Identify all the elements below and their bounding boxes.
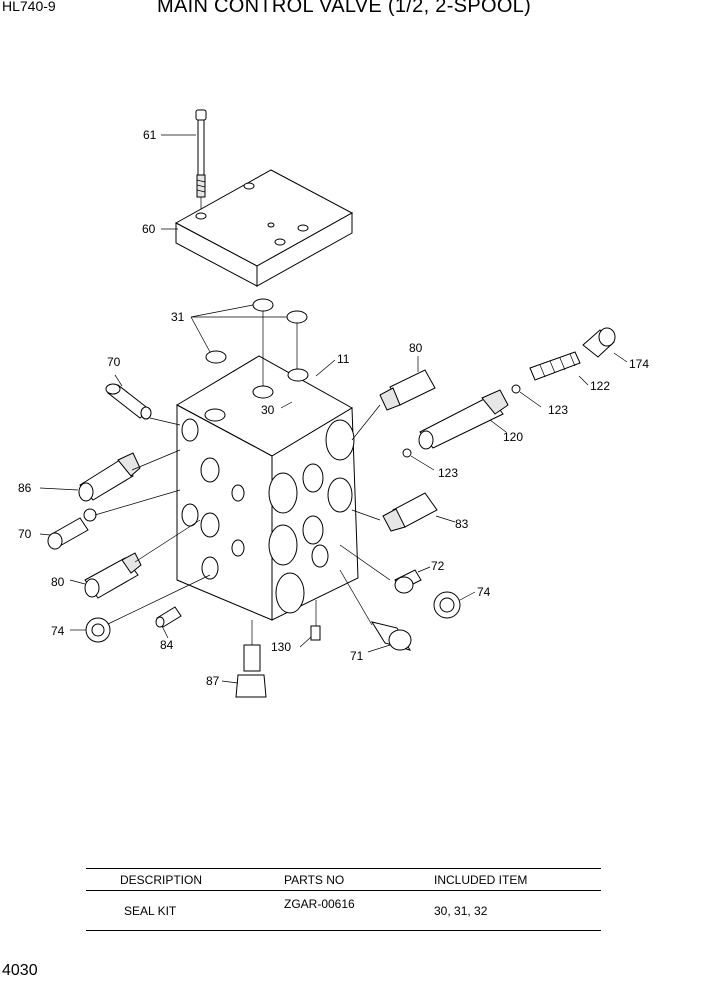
callout-120: 120 (503, 430, 523, 444)
cap-74-left (85, 617, 111, 643)
callout-84: 84 (160, 638, 174, 652)
page-title: MAIN CONTROL VALVE (1/2, 2-SPOOL) (157, 0, 532, 17)
callout-70-left: 70 (18, 527, 32, 541)
callout-61: 61 (143, 128, 157, 142)
header-parts-no: PARTS NO (284, 872, 345, 887)
valve-80-right (379, 369, 436, 411)
callout-174: 174 (629, 357, 649, 371)
cover-plate-60 (174, 169, 354, 287)
parts-table: DESCRIPTION PARTS NO INCLUDED ITEM SEAL … (86, 868, 601, 931)
spring-122 (529, 351, 581, 381)
callout-71: 71 (350, 649, 364, 663)
ball-123-lower (402, 448, 412, 458)
cell-parts-no: ZGAR-00616 (284, 897, 355, 911)
plug-130 (310, 600, 321, 641)
cap-74-right (433, 591, 461, 619)
parts-table-header: DESCRIPTION PARTS NO INCLUDED ITEM (86, 868, 601, 891)
bolt-61 (195, 109, 207, 215)
callout-80-right: 80 (409, 341, 423, 355)
header-included-item: INCLUDED ITEM (434, 872, 528, 887)
plug-70-left (47, 508, 97, 550)
valve-83 (382, 492, 438, 532)
valve-72 (394, 569, 422, 594)
spool-120 (418, 389, 509, 450)
callout-70-upper: 70 (107, 355, 121, 369)
ball-123-upper (511, 384, 521, 394)
page-number: 4030 (2, 962, 38, 979)
valve-body-11 (175, 355, 359, 621)
callout-74-left: 74 (51, 624, 65, 638)
callout-11: 11 (337, 352, 350, 366)
callout-122: 122 (590, 379, 610, 393)
callout-83: 83 (455, 517, 469, 531)
callout-30: 30 (261, 403, 275, 417)
valve-71 (370, 621, 412, 651)
callout-123-lower: 123 (438, 466, 458, 480)
callout-31: 31 (171, 310, 185, 324)
valve-80-left (84, 552, 142, 599)
valve-87 (235, 620, 267, 698)
callout-123-upper: 123 (548, 403, 568, 417)
callout-130: 130 (271, 640, 291, 654)
plug-70-upper (105, 383, 152, 420)
callout-86: 86 (18, 481, 32, 495)
callout-87: 87 (206, 674, 220, 688)
callout-60: 60 (142, 222, 156, 236)
plug-86 (78, 452, 141, 502)
cell-included-item: 30, 31, 32 (434, 903, 488, 918)
callout-74-right: 74 (477, 585, 491, 599)
cell-description: SEAL KIT (124, 903, 177, 918)
model-code: HL740-9 (2, 0, 56, 14)
leader-lines (39, 134, 628, 684)
table-row: SEAL KIT ZGAR-00616 30, 31, 32 (86, 891, 601, 931)
callout-72: 72 (431, 559, 445, 573)
fitting-84 (155, 606, 182, 628)
callout-labels: 61 60 31 11 30 70 80 174 122 123 120 86 … (18, 128, 649, 688)
header-description: DESCRIPTION (120, 872, 203, 887)
o-rings-31 (205, 298, 308, 364)
callout-80-left: 80 (51, 575, 65, 589)
plug-174 (582, 327, 616, 358)
